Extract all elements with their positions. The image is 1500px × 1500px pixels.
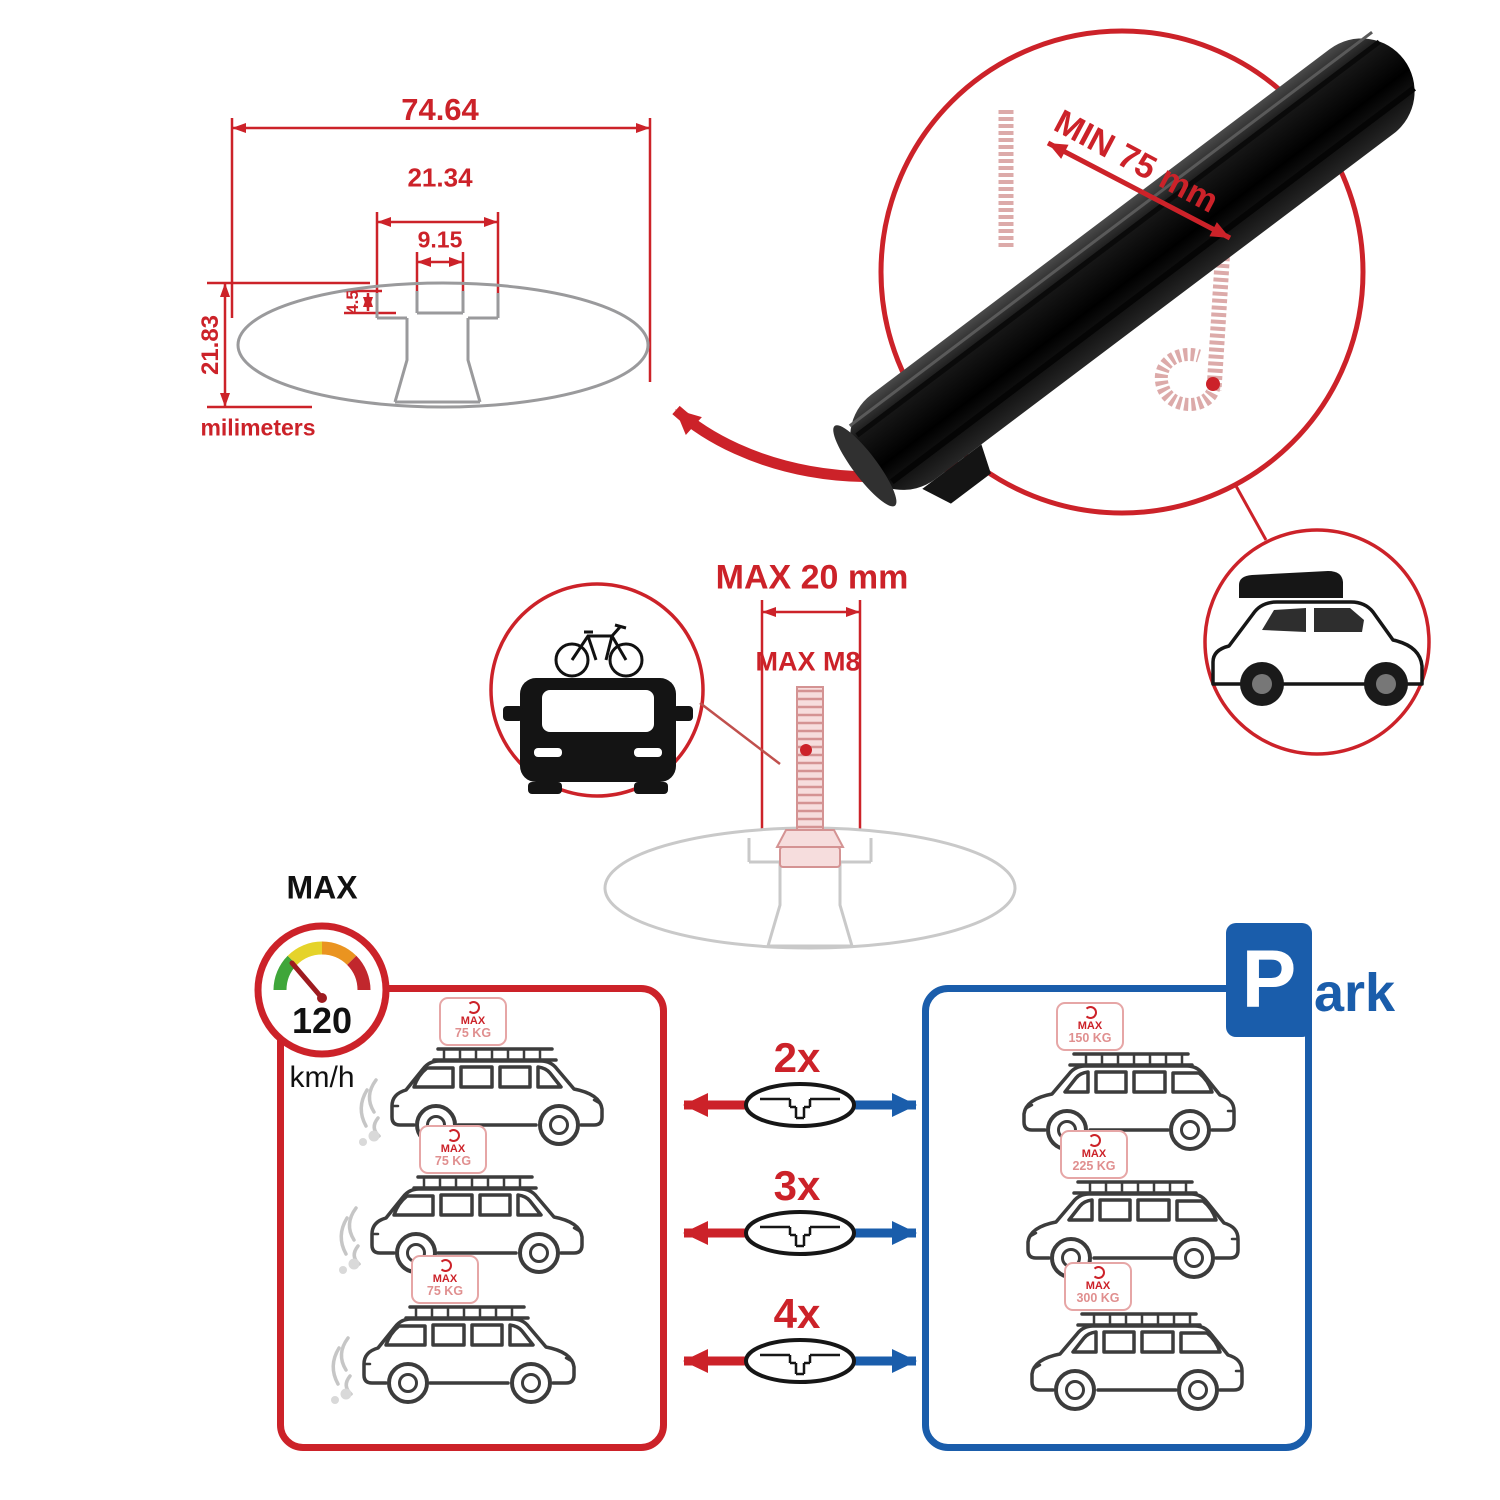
count-label-3x: 3x: [773, 1162, 821, 1209]
driving-speed-panel: [277, 985, 667, 1451]
car-front-icon: [503, 678, 693, 794]
profile-ghost-drawing: [603, 826, 1017, 950]
parking-sign: P: [1226, 923, 1312, 1037]
load-badge: MAX 75 KG: [411, 1255, 479, 1304]
leader-to-suv-inset: [1234, 485, 1268, 541]
black-crossbar: [833, 31, 1416, 507]
dim-total-width: 74.64: [401, 92, 479, 127]
load-arrow-icon: [466, 1001, 480, 1014]
bike-car-inset: [489, 582, 781, 798]
profile-dimension-diagram: [207, 118, 960, 483]
max-thread-label: MAX M8: [755, 646, 861, 677]
speed-limit-title: MAX: [286, 869, 358, 906]
load-arrow-icon: [1087, 1134, 1101, 1147]
unit-label: milimeters: [200, 414, 316, 441]
suv-roofbox-inset: [1203, 528, 1431, 756]
car-illustration: [362, 1305, 576, 1404]
min-length-arrow: [1046, 140, 1232, 241]
roof-box: [1239, 571, 1343, 598]
leader-to-bolt: [699, 702, 781, 765]
dimension-lines: [207, 118, 652, 409]
count-label-4x: 4x: [773, 1290, 821, 1337]
quantity-row-3x: [683, 1210, 917, 1256]
bike-icon: [554, 623, 644, 678]
gauge-needle: [289, 960, 325, 1001]
load-arrow-icon: [438, 1259, 452, 1272]
threaded-bolt: [775, 686, 845, 868]
parking-sign-suffix: ark: [1314, 963, 1396, 1023]
count-label-2x: 2x: [773, 1034, 821, 1081]
car-illustration: [1022, 1052, 1236, 1151]
dim-total-height: 21.83: [197, 314, 224, 376]
parked-load-panel: [922, 985, 1312, 1451]
load-badge: MAX 75 KG: [439, 997, 507, 1046]
u-bolt-front: [1154, 348, 1221, 411]
crossbar-quantity-arrows: [683, 1082, 917, 1384]
bolt-diagram: [603, 600, 1017, 950]
load-arrow-icon: [1083, 1006, 1097, 1019]
speedometer-gauge: [254, 922, 390, 1058]
parking-sign-letter: P: [1241, 934, 1297, 1025]
dim-channel-outer-width: 21.34: [407, 162, 473, 193]
quantity-row-4x: [683, 1338, 917, 1384]
car-illustration: [1030, 1312, 1244, 1411]
attachment-dot: [1206, 377, 1220, 391]
car-illustration: [1026, 1180, 1240, 1279]
dim-channel-opening: 9.15: [417, 226, 463, 253]
crossbar-profile-drawing: [236, 281, 650, 409]
load-badge: MAX 150 KG: [1056, 1002, 1124, 1051]
crossbar-photo-inset: [833, 28, 1416, 541]
load-badge: MAX 75 KG: [419, 1125, 487, 1174]
load-badge: MAX 300 KG: [1064, 1262, 1132, 1311]
driving-panel-cars: [329, 1047, 604, 1406]
parked-panel-cars: [1022, 1052, 1244, 1411]
load-badge: MAX 225 KG: [1060, 1130, 1128, 1179]
speed-limit-value: 120: [291, 1000, 353, 1041]
quantity-row-2x: [683, 1082, 917, 1128]
speed-limit-unit: km/h: [289, 1061, 355, 1094]
bolt-dimension-lines: [760, 600, 862, 852]
dim-channel-depth: 4.5: [343, 290, 362, 314]
load-arrow-icon: [1091, 1266, 1105, 1279]
load-arrow-icon: [446, 1129, 460, 1142]
max-width-label: MAX 20 mm: [715, 558, 909, 597]
